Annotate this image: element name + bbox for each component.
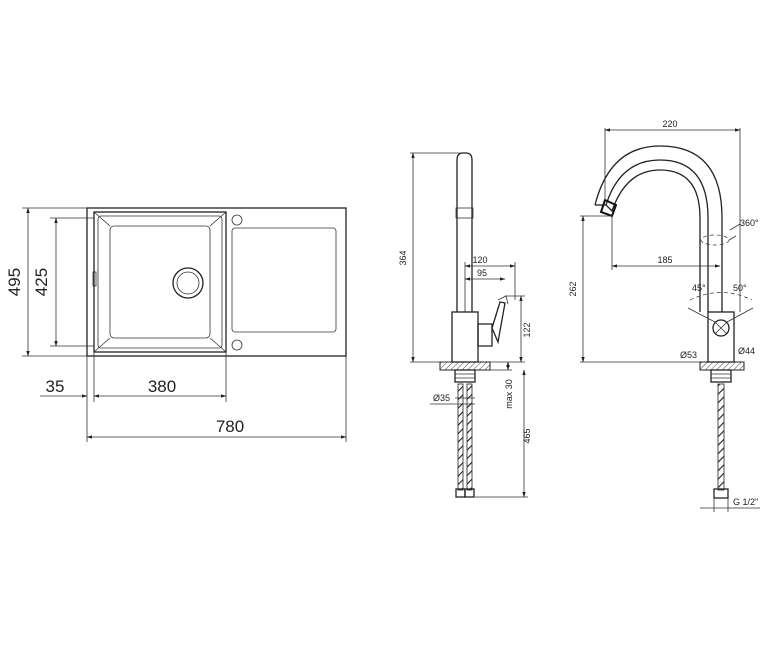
faucet-hose <box>466 383 473 491</box>
faucet-spout-front <box>605 159 709 312</box>
dim-122: 122 <box>522 322 532 337</box>
sink-outline <box>86 207 347 357</box>
dim-220: 220 <box>662 119 677 129</box>
faucet-spout-front <box>594 145 723 312</box>
faucet-spout-side <box>456 152 473 312</box>
dim-185: 185 <box>657 255 672 265</box>
faucet-body-side <box>451 311 479 363</box>
faucet-base-front <box>699 361 745 371</box>
faucet-lever-side <box>477 323 493 347</box>
sink-top-view: 495 425 35 380 780 <box>5 207 347 442</box>
faucet-hose <box>457 383 464 491</box>
faucet-front-view: 360° 45° 50° 220 185 262 Ø53 Ø4 <box>568 119 760 512</box>
sink-bowl-rim <box>93 211 227 353</box>
dim-dia53: Ø53 <box>680 350 697 360</box>
sink-overflow <box>92 271 97 287</box>
sink-tap-hole <box>231 214 243 226</box>
faucet-lever-pivot <box>712 319 730 337</box>
dim-495: 495 <box>5 268 24 296</box>
dim-thread: G 1/2" <box>733 497 758 507</box>
dim-425: 425 <box>32 268 51 296</box>
dim-364: 364 <box>398 250 408 265</box>
dim-465: 465 <box>522 428 532 443</box>
dim-dia35: Ø35 <box>433 393 450 403</box>
faucet-base-side <box>439 361 491 371</box>
faucet-side-view: 364 120 95 122 max 30 Ø35 465 <box>398 152 532 498</box>
faucet-hose <box>717 383 725 491</box>
dim-780: 780 <box>216 417 244 436</box>
dim-380: 380 <box>148 377 176 396</box>
dim-max30: max 30 <box>504 379 514 409</box>
sink-bowl-inner <box>97 215 223 349</box>
sink-drainboard <box>231 227 337 333</box>
dim-262: 262 <box>568 281 578 296</box>
sink-tap-hole <box>231 339 243 351</box>
dim-35: 35 <box>46 377 65 396</box>
dim-360deg: 360° <box>740 218 759 228</box>
dim-dia44: Ø44 <box>738 346 755 356</box>
dim-45deg: 45° <box>692 283 706 293</box>
sink-drain <box>172 267 204 299</box>
dim-120: 120 <box>472 255 487 265</box>
dim-95: 95 <box>477 268 487 278</box>
